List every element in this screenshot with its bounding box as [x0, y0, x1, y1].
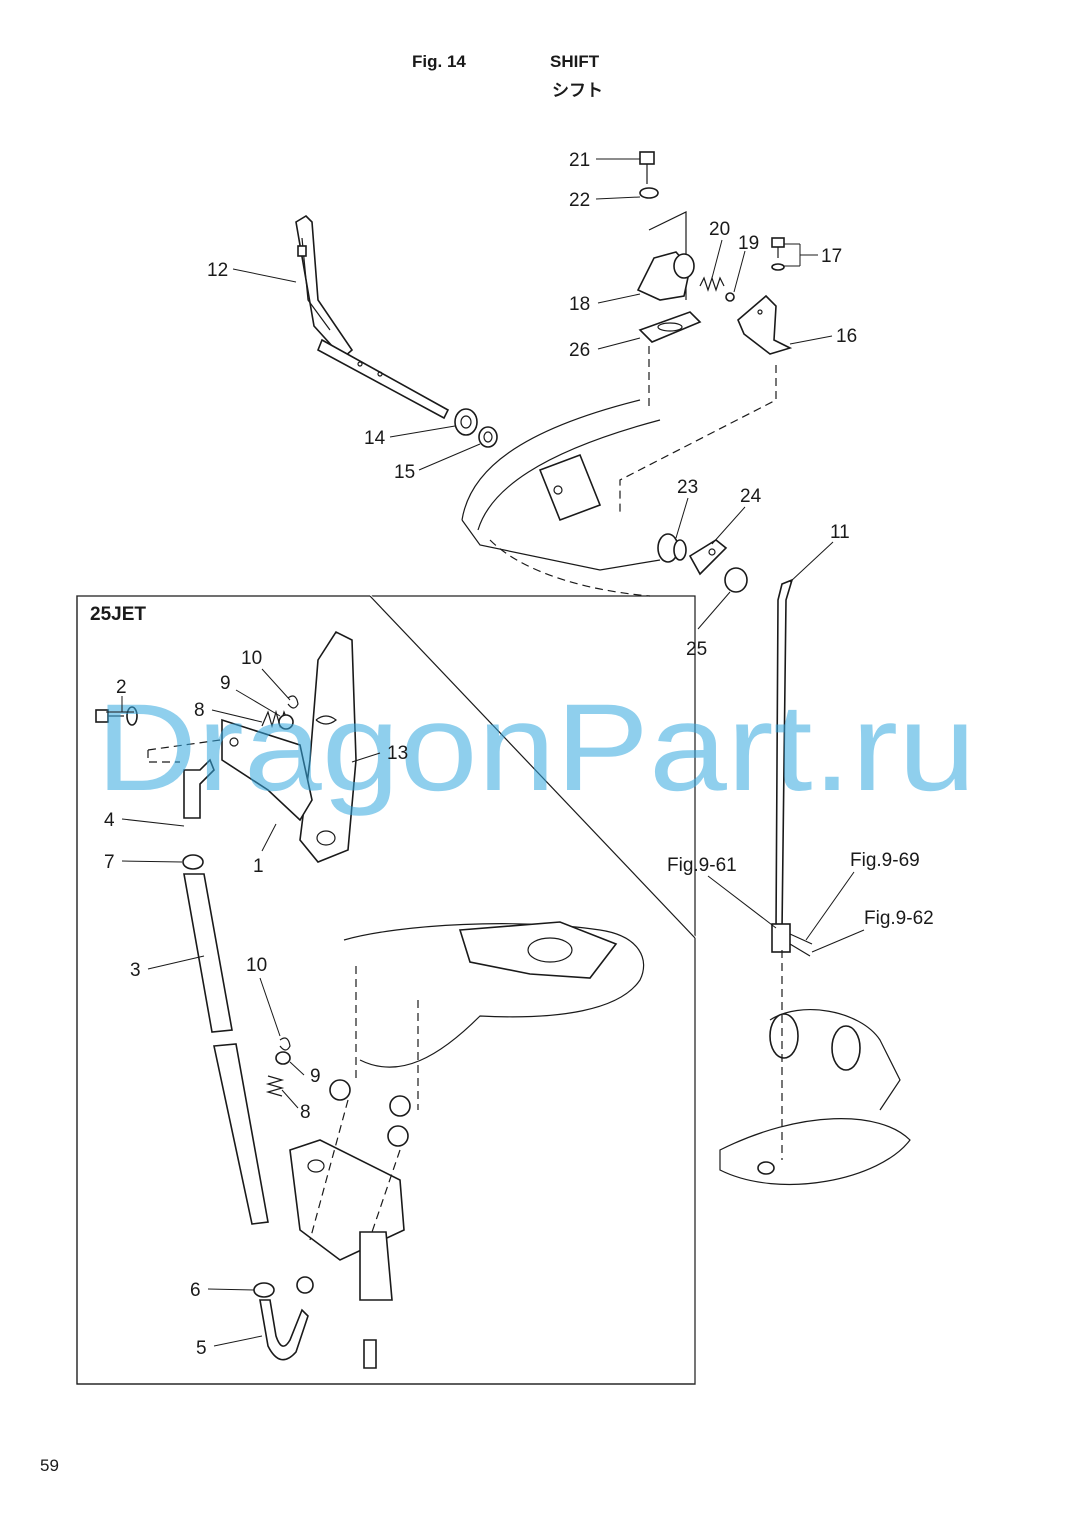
jet-bracket-1 — [221, 718, 313, 822]
callout-11: 11 — [830, 522, 850, 543]
screw-17 — [771, 237, 785, 271]
washer-22 — [639, 187, 659, 199]
callout-6: 6 — [190, 1280, 201, 1301]
ref-fig9-69: Fig.9-69 — [850, 850, 920, 871]
collar-23 — [657, 533, 687, 563]
figure-title: SHIFT — [550, 52, 600, 71]
jet-washer-9b — [275, 1051, 291, 1065]
callout-labels: 21 22 20 19 17 12 18 16 26 14 15 23 24 1… — [90, 150, 934, 1359]
jet-pump-housing — [289, 921, 645, 1261]
ref-fig9-61: Fig.9-61 — [667, 855, 737, 876]
callout-23: 23 — [677, 477, 698, 498]
tiller-handle-drawing — [295, 214, 450, 420]
callout-3: 3 — [130, 960, 141, 981]
figure-number: Fig. 14 — [412, 52, 466, 71]
callout-4: 4 — [104, 810, 115, 831]
holder-18 — [636, 251, 695, 301]
figure-subtitle: シフト — [552, 81, 603, 100]
leader-lines — [106, 158, 865, 1347]
link-24 — [688, 539, 728, 576]
lower-unit-drawing — [719, 950, 911, 1186]
callout-22: 22 — [569, 190, 590, 211]
callout-26: 26 — [569, 340, 590, 361]
jet-nut-6 — [253, 1282, 275, 1298]
jet-rod-end-4 — [183, 758, 215, 819]
callout-9b: 9 — [310, 1066, 321, 1087]
watermark: DragonPart.ru — [96, 679, 976, 817]
callout-25: 25 — [686, 639, 707, 660]
callout-7: 7 — [104, 852, 115, 873]
shift-joint — [771, 923, 813, 957]
callout-13: 13 — [387, 743, 408, 764]
bolt-21 — [639, 151, 655, 184]
callout-21: 21 — [569, 150, 590, 171]
jet-nut-7 — [182, 854, 204, 870]
callout-9a: 9 — [220, 673, 231, 694]
bushing-15 — [478, 426, 498, 448]
jet-rod-end-5 — [259, 1299, 309, 1361]
callout-12: 12 — [207, 260, 228, 281]
plate-26 — [638, 311, 702, 343]
jet-tube-3 — [183, 873, 269, 1225]
jet-bolt-2 — [95, 706, 138, 726]
callout-8b: 8 — [300, 1102, 311, 1123]
callout-10a: 10 — [241, 648, 262, 669]
callout-14: 14 — [364, 428, 386, 449]
nut-25 — [724, 567, 748, 593]
callout-2: 2 — [116, 677, 127, 698]
jet-washer-9 — [278, 714, 294, 730]
callout-15: 15 — [394, 462, 415, 483]
callout-19: 19 — [738, 233, 759, 254]
bracket-16 — [737, 294, 793, 355]
jet-dash-a — [147, 739, 221, 763]
callout-18: 18 — [569, 294, 590, 315]
jet-dash-b — [309, 966, 419, 1241]
cowling-drawing — [461, 399, 661, 597]
dash-b — [619, 365, 777, 515]
jet-pin-10 — [287, 695, 299, 709]
jet-grommets — [296, 1079, 411, 1369]
callout-20: 20 — [709, 219, 730, 240]
callout-16: 16 — [836, 326, 857, 347]
inset-frame — [76, 595, 696, 1385]
washer-14 — [454, 408, 478, 436]
jet-spring-8b — [265, 1075, 285, 1097]
page-number: 59 — [40, 1456, 59, 1475]
callout-17: 17 — [821, 246, 842, 267]
callout-10b: 10 — [246, 955, 267, 976]
ball-19 — [725, 292, 735, 302]
callout-1: 1 — [253, 856, 264, 877]
spring-20 — [699, 276, 725, 292]
jet-pin-10b — [279, 1037, 291, 1051]
callout-5: 5 — [196, 1338, 207, 1359]
inset-title: 25JET — [90, 604, 146, 625]
callout-8a: 8 — [194, 700, 205, 721]
callout-24: 24 — [740, 486, 762, 507]
inset-frame-diagonal — [369, 595, 696, 939]
ref-fig9-62: Fig.9-62 — [864, 908, 934, 929]
jet-spring-8 — [261, 709, 289, 729]
